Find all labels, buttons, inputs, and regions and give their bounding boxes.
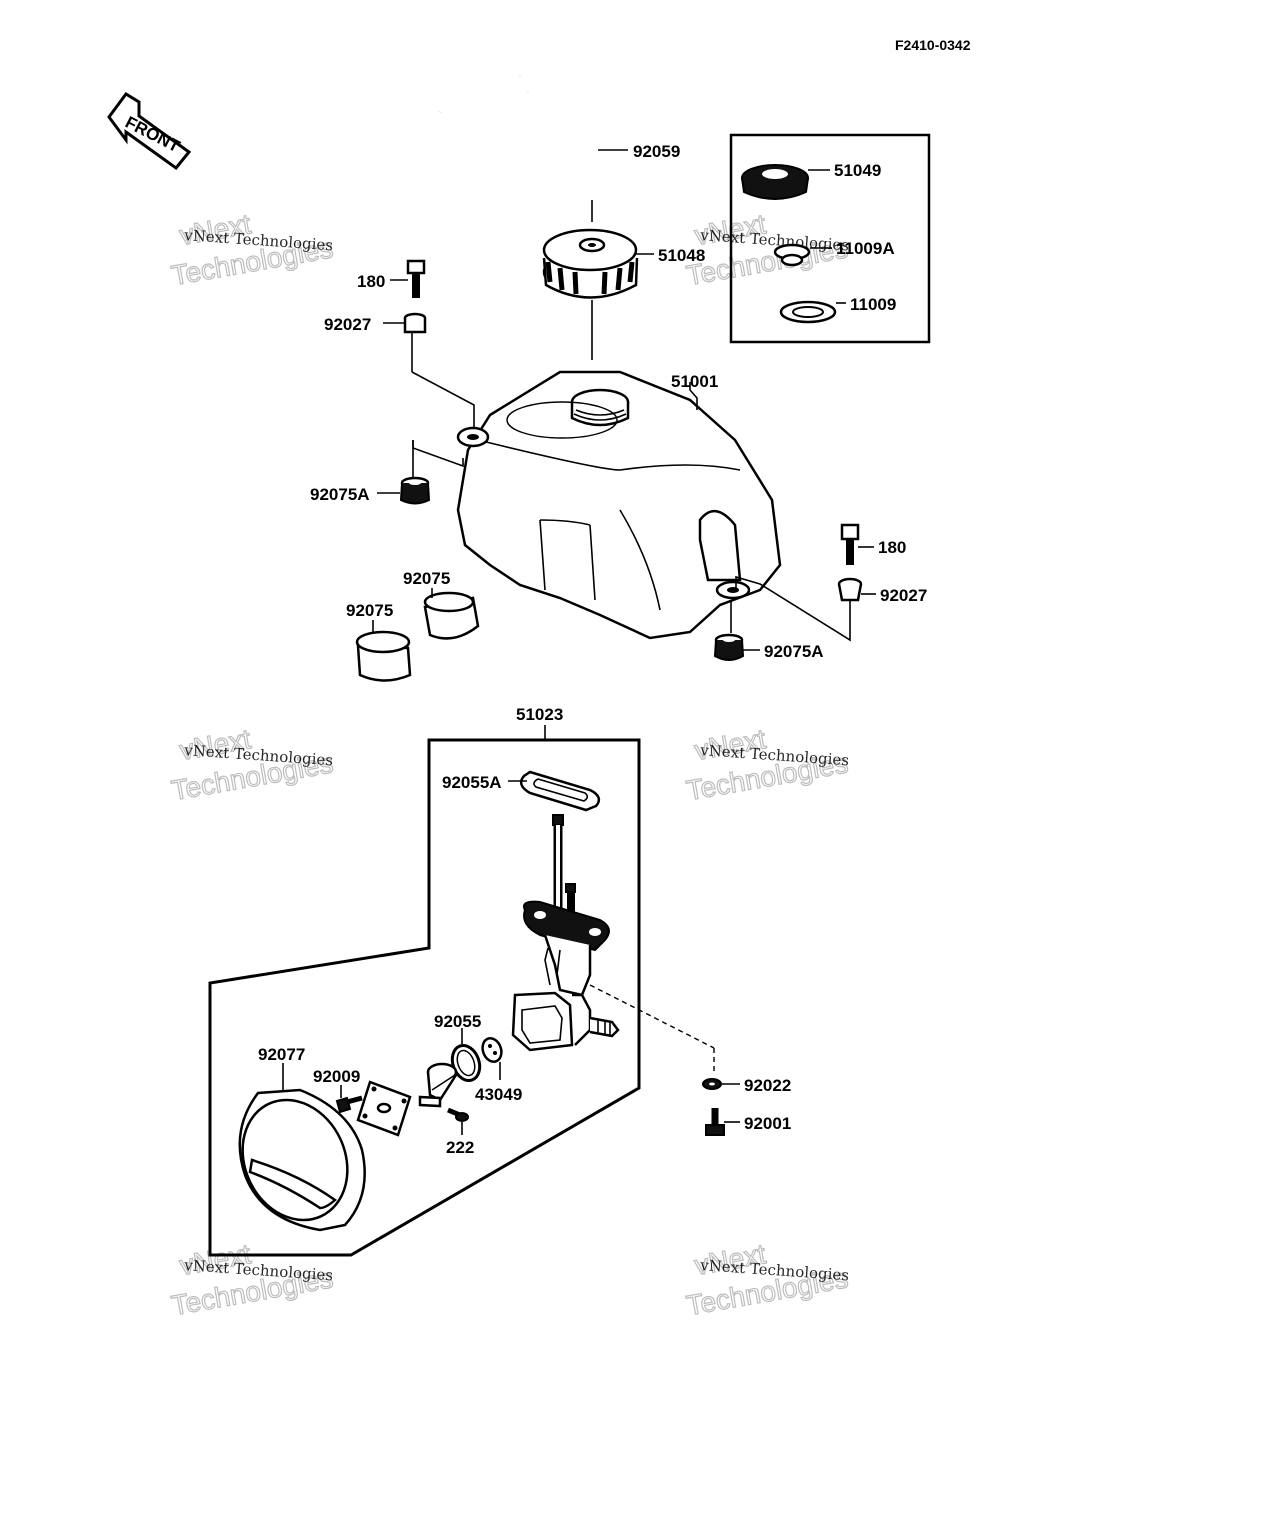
- lever-knob: [238, 1063, 366, 1232]
- bolt-right: [840, 523, 874, 565]
- washer: [702, 1078, 740, 1090]
- callout-92075a-left: 92075A: [310, 485, 370, 504]
- callout-222: 222: [446, 1138, 474, 1157]
- bolt-left: [390, 259, 426, 298]
- callout-180-left: 180: [357, 272, 385, 291]
- lever-seal: [481, 1037, 503, 1080]
- callout-92001: 92001: [744, 1114, 791, 1133]
- cap-top: [741, 164, 830, 200]
- callout-11009a: 11009A: [836, 239, 895, 258]
- callout-51049: 51049: [834, 161, 881, 180]
- callout-51048: 51048: [658, 246, 705, 265]
- damper-left: [377, 440, 464, 505]
- callout-92027-right: 92027: [880, 586, 927, 605]
- callout-92009: 92009: [313, 1067, 360, 1086]
- assembly-box: [208, 738, 641, 1257]
- callout-92027-left: 92027: [324, 315, 371, 334]
- fuel-tank: [456, 370, 782, 640]
- screw-92009: [335, 1085, 363, 1114]
- inset-box: [729, 133, 931, 344]
- callout-180-right: 180: [878, 538, 906, 557]
- collar-left: [383, 312, 475, 430]
- callout-92075a-right: 92075A: [764, 642, 824, 661]
- collar-right: [735, 575, 876, 642]
- tap-bolt: [705, 1108, 740, 1136]
- damper-right: [713, 600, 760, 661]
- fuel-tap: [511, 814, 715, 1075]
- damper-a: [423, 588, 480, 640]
- fuel-cap: [542, 228, 654, 360]
- breather-hose: [435, 59, 628, 222]
- screw-222: [447, 1107, 469, 1135]
- callout-92059: 92059: [633, 142, 680, 161]
- lever-plate: [356, 1080, 412, 1137]
- tap-gasket: [508, 770, 601, 812]
- callout-92055a: 92055A: [442, 773, 502, 792]
- front-arrow-icon: FRONT: [107, 92, 192, 171]
- damper-b: [355, 620, 412, 682]
- callout-43049: 43049: [475, 1085, 522, 1104]
- callout-92077: 92077: [258, 1045, 305, 1064]
- drawing-code: F2410-0342: [895, 37, 971, 53]
- callout-92022: 92022: [744, 1076, 791, 1095]
- lever-shaft: [418, 1062, 458, 1108]
- callout-92075-b: 92075: [346, 601, 393, 620]
- cap-gasket-a: [773, 243, 832, 267]
- callout-51001: 51001: [671, 372, 718, 391]
- callout-92055: 92055: [434, 1012, 481, 1031]
- callout-92075-a: 92075: [403, 569, 450, 588]
- cap-gasket: [779, 300, 846, 324]
- callout-51023: 51023: [516, 705, 563, 724]
- callout-11009: 11009: [850, 295, 896, 314]
